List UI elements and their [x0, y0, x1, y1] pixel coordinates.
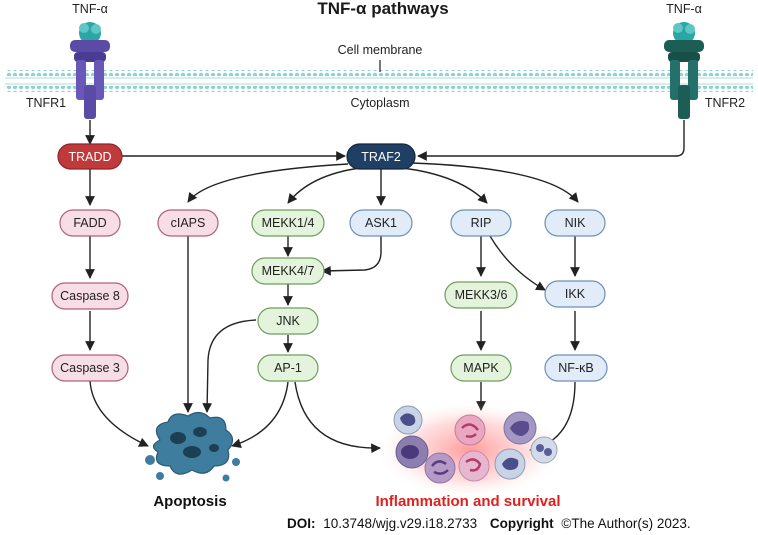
inflammation-survival-label: Inflammation and survival	[375, 493, 560, 510]
svg-text:NF-κB: NF-κB	[558, 361, 593, 375]
copyright-label: Copyright	[490, 516, 554, 531]
svg-text:MAPK: MAPK	[463, 361, 499, 375]
node-ap1: AP-1	[257, 354, 319, 382]
svg-text:IKK: IKK	[565, 287, 586, 301]
svg-text:JNK: JNK	[276, 314, 300, 328]
apoptosis-label: Apoptosis	[153, 493, 226, 510]
immune-cells-icon	[375, 400, 565, 500]
svg-text:TRAF2: TRAF2	[361, 150, 401, 164]
svg-text:FADD: FADD	[73, 216, 106, 230]
diagram-title: TNF-α pathways	[317, 0, 448, 18]
node-ask1: ASK1	[349, 209, 413, 237]
node-fadd: FADD	[59, 209, 121, 237]
receptor-right-label: TNFR2	[705, 96, 745, 110]
svg-text:DOI: 10.3748/wjg.v29.i18: DOI: 10.3748/wjg.v29.i18.2733 Copyright …	[287, 516, 691, 531]
node-mapk: MAPK	[450, 354, 512, 382]
node-rip: RIP	[450, 209, 512, 237]
node-nfkb: NF-κB	[544, 354, 608, 382]
svg-text:RIP: RIP	[471, 216, 492, 230]
doi-value: 10.3748/wjg.v29.i18.2733	[323, 516, 477, 531]
pathway-edges	[85, 120, 685, 454]
doi-label: DOI:	[287, 516, 316, 531]
node-mekk36: MEKK3/6	[444, 281, 518, 309]
cytoplasm-label: Cytoplasm	[350, 96, 409, 110]
footer: DOI: 10.3748/wjg.v29.i18.2733 Copyright …	[287, 516, 691, 531]
svg-text:TRADD: TRADD	[68, 150, 111, 164]
node-jnk: JNK	[257, 307, 319, 335]
svg-text:MEKK4/7: MEKK4/7	[262, 264, 315, 278]
ligand-left-label: TNF-α	[72, 2, 108, 16]
membrane-label: Cell membrane	[338, 43, 423, 57]
ligand-right-label: TNF-α	[666, 2, 702, 16]
node-ciaps: cIAPS	[157, 209, 219, 237]
node-tradd: TRADD	[57, 143, 123, 170]
copyright-value: ©The Author(s) 2023.	[561, 516, 690, 531]
node-nik: NIK	[544, 209, 606, 237]
svg-text:Caspase 8: Caspase 8	[60, 289, 120, 303]
node-mekk47: MEKK4/7	[251, 257, 325, 285]
svg-text:NIK: NIK	[565, 216, 587, 230]
node-mekk14: MEKK1/4	[251, 209, 325, 237]
node-ikk: IKK	[544, 280, 606, 308]
node-traf2: TRAF2	[346, 143, 416, 170]
svg-text:ASK1: ASK1	[365, 216, 397, 230]
svg-text:cIAPS: cIAPS	[171, 216, 206, 230]
receptor-left-label: TNFR1	[26, 96, 66, 110]
tnfr2-receptor-icon	[664, 22, 704, 119]
node-caspase3: Caspase 3	[51, 354, 129, 382]
node-caspase8: Caspase 8	[51, 282, 129, 310]
svg-text:MEKK1/4: MEKK1/4	[262, 216, 315, 230]
svg-text:MEKK3/6: MEKK3/6	[455, 288, 508, 302]
tnfr1-receptor-icon	[70, 22, 110, 119]
apoptotic-cell-icon	[145, 411, 240, 482]
svg-text:Caspase 3: Caspase 3	[60, 361, 120, 375]
svg-text:AP-1: AP-1	[274, 361, 302, 375]
cell-membrane	[5, 70, 753, 92]
